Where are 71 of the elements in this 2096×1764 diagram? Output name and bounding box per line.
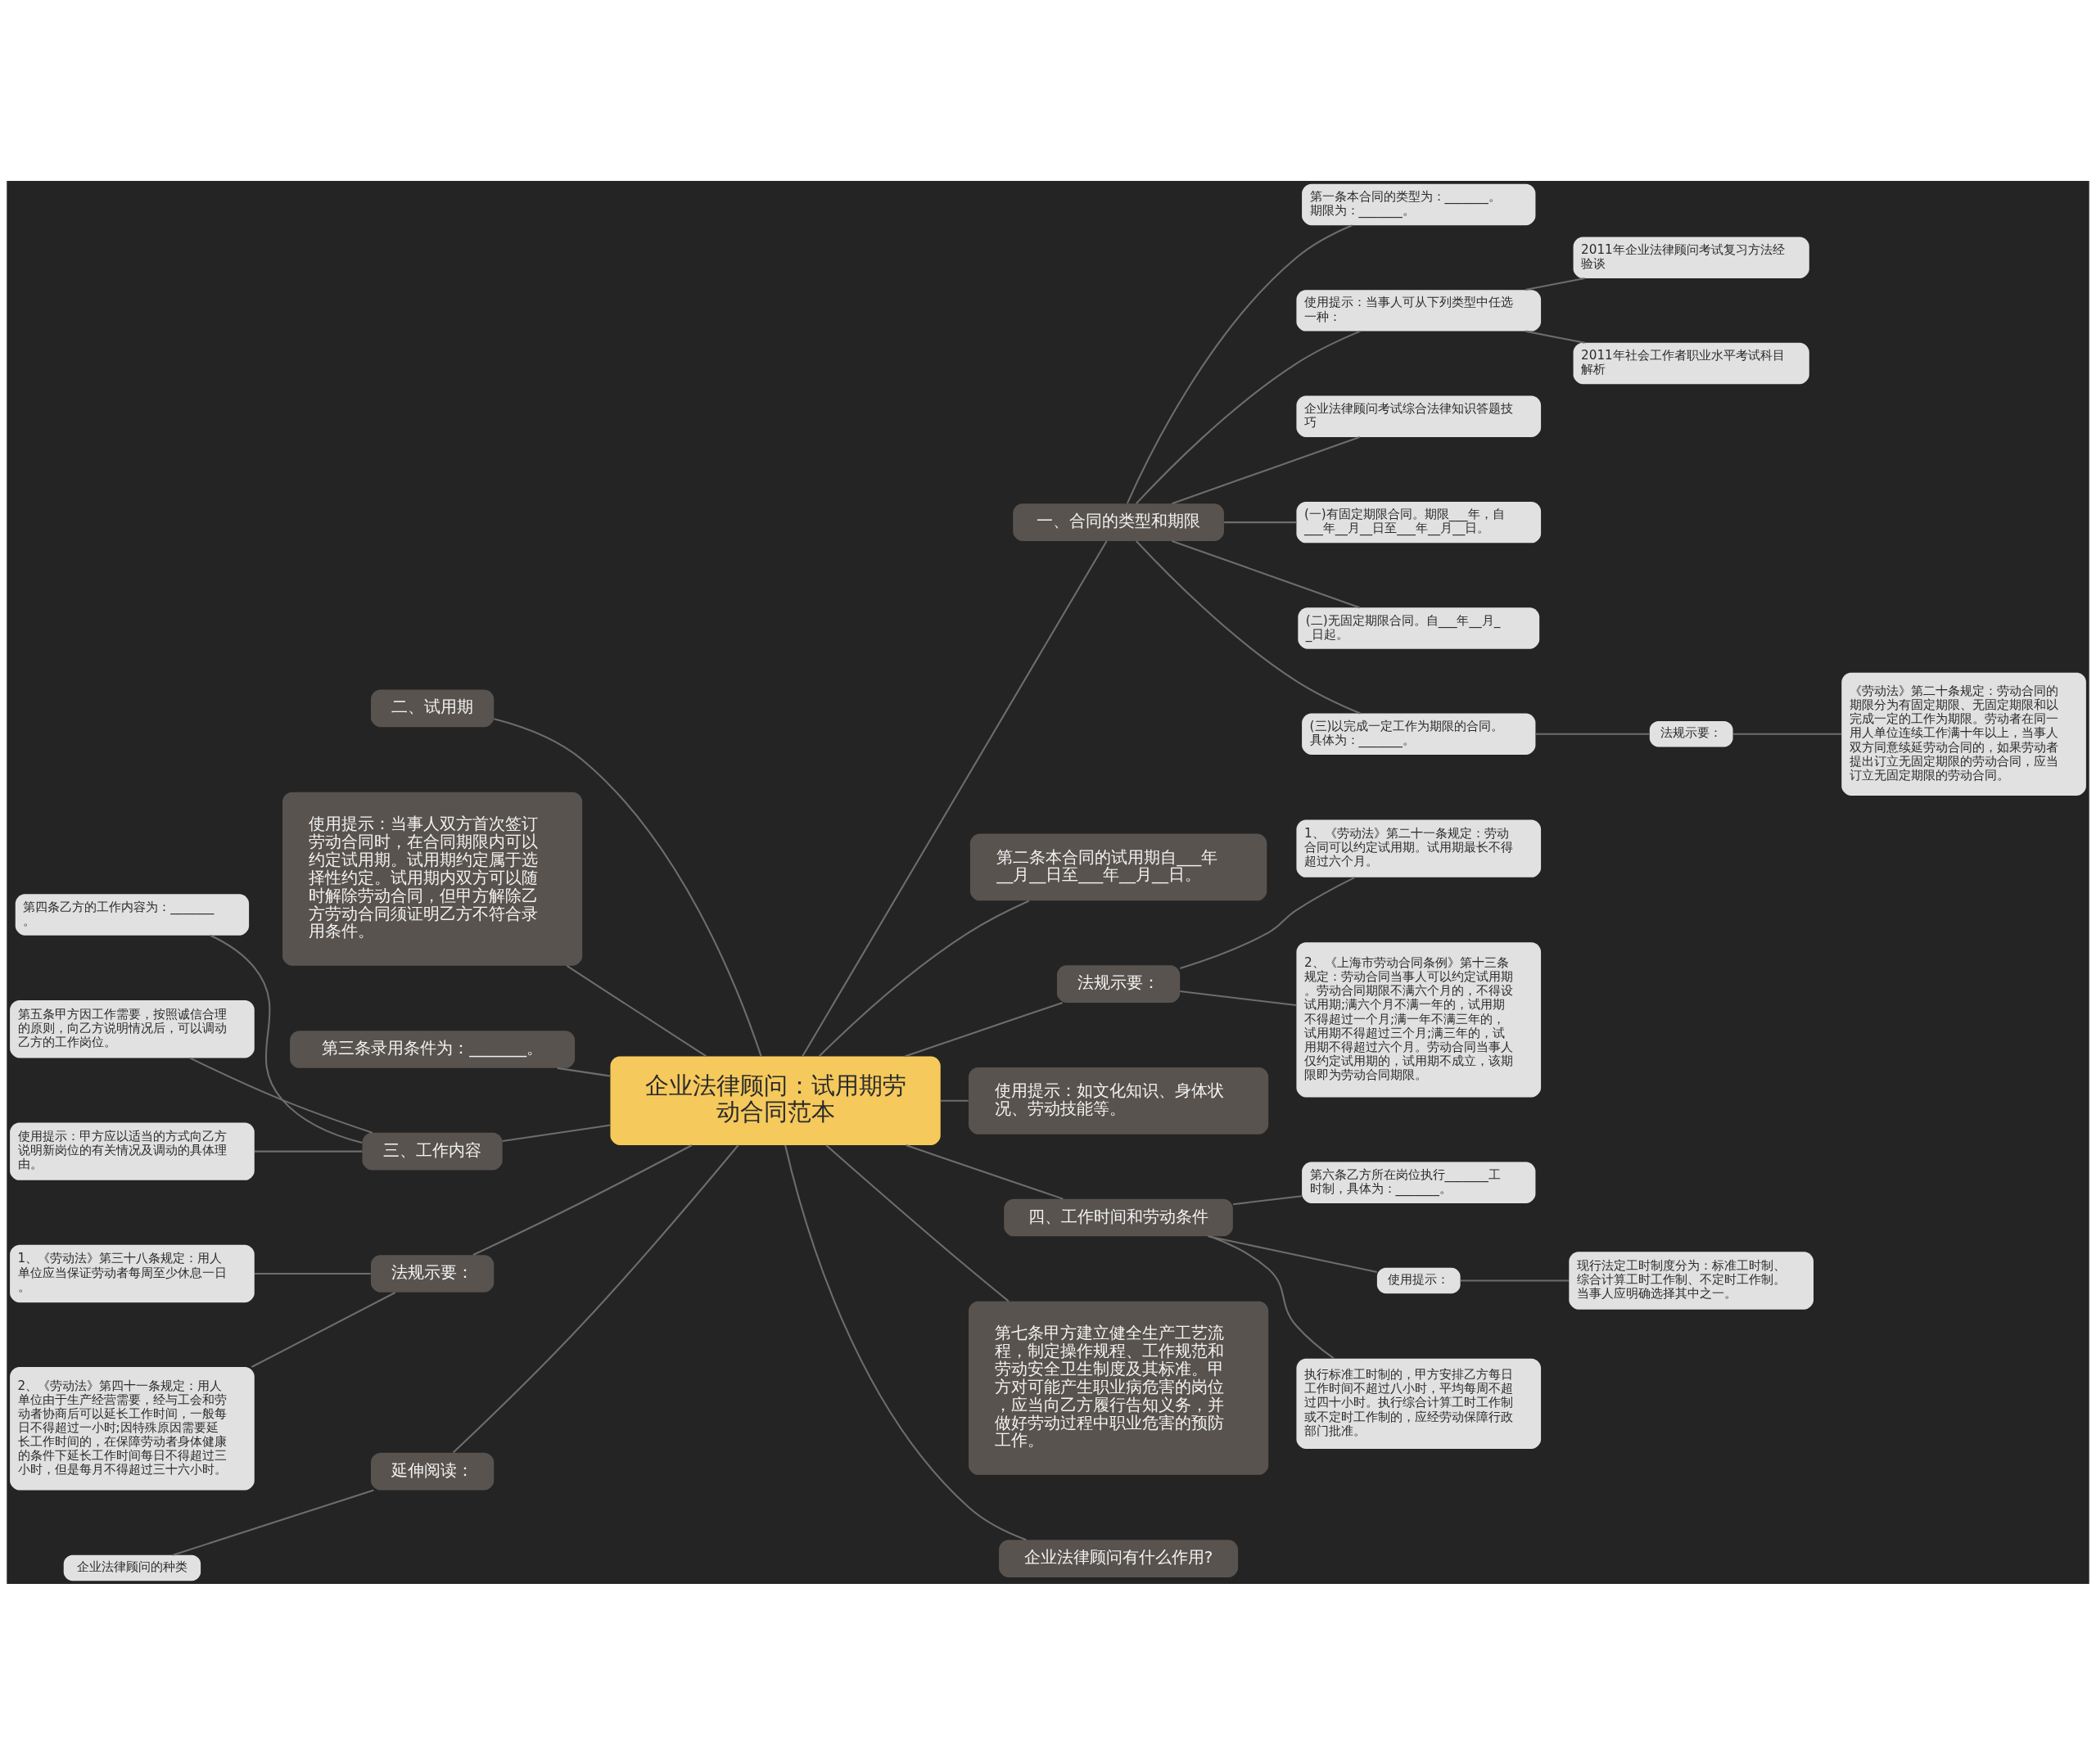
node-box: 延伸阅读： bbox=[370, 1452, 495, 1490]
node-box: 2、《劳动法》第四十一条规定：用人单位由于生产经营需要，经与工会和劳动者协商后可以延长工作时间，一般每日不得超过一小时;因特殊原因需要延长工作时间的，在保障劳动者身体健康的条件下延长工作时间每日不得超过三小时，但是每月不得超过三十六小时。 bbox=[10, 1366, 255, 1490]
connector bbox=[210, 934, 363, 1144]
connector bbox=[784, 1144, 1027, 1541]
connector bbox=[1136, 539, 1361, 715]
connector bbox=[1525, 330, 1585, 344]
connector bbox=[1136, 330, 1361, 504]
connector bbox=[905, 1001, 1063, 1058]
node-box: 《劳动法》第二十条规定：劳动合同的期限分为有固定期限、无固定期限和以完成一定的工作为期限。劳动者在同一用人单位连续工作满十年以上，当事人双方同意续延劳动合同的，如果劳动者提出订立无固定期限的劳动合同，应当订立无固定期限的劳动合同。 bbox=[1841, 672, 2086, 796]
connector bbox=[825, 1144, 1010, 1302]
node-box: 第五条甲方因工作需要，按照诚信合理的原则，向乙方说明情况后，可以调动乙方的工作岗位。 bbox=[10, 999, 255, 1058]
node-box: 第一条本合同的类型为：_______。期限为：_______。 bbox=[1302, 183, 1536, 225]
connector bbox=[1180, 876, 1356, 969]
node-box: 二、试用期 bbox=[370, 689, 495, 727]
node-box: 法规示要： bbox=[1056, 964, 1181, 1003]
connector bbox=[940, 1099, 969, 1102]
connector bbox=[502, 1124, 611, 1142]
connector bbox=[1126, 223, 1353, 503]
connector bbox=[906, 1144, 1064, 1200]
node-box: (二)无固定期限合同。自___年__月__日起。 bbox=[1298, 607, 1540, 649]
node-box: 企业法律顾问：试用期劳动合同范本 bbox=[610, 1056, 941, 1145]
connector bbox=[1180, 990, 1297, 1006]
node-box: 四、工作时间和劳动条件 bbox=[1004, 1198, 1233, 1236]
node-box: 1、《劳动法》第二十一条规定：劳动合同可以约定试用期。试用期最长不得超过六个月。 bbox=[1296, 819, 1542, 877]
node-box: 使用提示：甲方应以适当的方式向乙方说明新岗位的有关情况及调动的具体理由。 bbox=[10, 1121, 255, 1180]
connector bbox=[255, 1150, 363, 1153]
connector bbox=[802, 539, 1108, 1057]
node-box: 企业法律顾问的种类 bbox=[63, 1554, 201, 1581]
connector bbox=[172, 1488, 374, 1556]
connector bbox=[452, 1144, 739, 1453]
node-box: 2011年企业法律顾问考试复习方法经验谈 bbox=[1573, 237, 1809, 278]
node-box: (三)以完成一定工作为期限的合同。具体为：_______。 bbox=[1302, 713, 1536, 755]
node-box: 使用提示：如文化知识、身体状况、劳动技能等。 bbox=[969, 1067, 1269, 1135]
connector bbox=[566, 964, 707, 1057]
connector bbox=[1172, 435, 1360, 504]
node-box: 2011年社会工作者职业水平考试科目解析 bbox=[1573, 342, 1809, 384]
node-box: 2、《上海市劳动合同条例》第十三条规定：劳动合同当事人可以约定试用期。劳动合同期限不满六个月的，不得设试用期;满六个月不满一年的，试用期不得超过一个月;满一年不满三年的，试用期不得超过三个月;满三年的，试用期不得超过六个月。劳动合同当事人仅约定试用期的，试用期不成立，该期限即为劳动合同期限。 bbox=[1296, 941, 1542, 1097]
node-box: 第四条乙方的工作内容为：_______。 bbox=[15, 893, 250, 936]
connector bbox=[1535, 733, 1650, 735]
connector bbox=[472, 1144, 693, 1256]
connector bbox=[1209, 1234, 1335, 1359]
node-box: 使用提示：当事人双方首次签订劳动合同时，在合同期限内可以约定试用期。试用期约定属于选择性约定。试用期内双方可以随时解除劳动合同，但甲方解除乙方劳动合同须证明乙方不符合录用条件。 bbox=[282, 792, 583, 966]
connector bbox=[557, 1067, 611, 1077]
node-box: 第六条乙方所在岗位执行_______工时制，具体为：_______。 bbox=[1302, 1161, 1536, 1203]
node-box: 使用提示：当事人可从下列类型中任选一种： bbox=[1296, 289, 1542, 332]
node-box: 法规示要： bbox=[370, 1254, 495, 1293]
node-box: 第三条录用条件为：_______。 bbox=[290, 1030, 576, 1068]
node-box: 执行标准工时制的，甲方安排乙方每日工作时间不超过八小时，平均每周不超过四十小时。执行综合计算工时工作制或不定时工作制的，应经劳动保障行政部门批准。 bbox=[1296, 1358, 1542, 1449]
node-box: 法规示要： bbox=[1649, 720, 1733, 747]
node-box: 一、合同的类型和期限 bbox=[1013, 503, 1224, 541]
connector bbox=[818, 900, 1030, 1057]
node-box: 三、工作内容 bbox=[362, 1132, 503, 1170]
connector bbox=[189, 1057, 373, 1134]
node-box: 第七条甲方建立健全生产工艺流程，制定操作规程、工作规范和劳动安全卫生制度及其标准。甲方对可能产生职业病危害的岗位，应当向乙方履行告知义务，并做好劳动过程中职业危害的预防工作。 bbox=[969, 1301, 1269, 1475]
connector bbox=[494, 717, 762, 1057]
connector bbox=[255, 1272, 371, 1275]
node-box: 企业法律顾问有什么作用? bbox=[999, 1539, 1239, 1577]
connector bbox=[1208, 1234, 1377, 1273]
connector bbox=[1232, 1194, 1303, 1205]
connector bbox=[1525, 277, 1585, 291]
connector bbox=[1172, 539, 1360, 608]
node-box: 第二条本合同的试用期自___年__月__日至___年__月__日。 bbox=[969, 833, 1267, 900]
node-box: 现行法定工时制度分为：标准工时制、综合计算工时工作制、不定时工作制。当事人应明确选择其中之一。 bbox=[1569, 1251, 1814, 1310]
node-box: 使用提示： bbox=[1376, 1267, 1461, 1293]
connector bbox=[1732, 733, 1841, 735]
connector bbox=[1224, 521, 1297, 523]
connector bbox=[1460, 1279, 1570, 1282]
node-box: 1、《劳动法》第三十八条规定：用人单位应当保证劳动者每周至少休息一日。 bbox=[10, 1244, 255, 1302]
connector bbox=[251, 1291, 396, 1368]
node-box: 企业法律顾问考试综合法律知识答题技巧 bbox=[1296, 395, 1542, 437]
node-box: (一)有固定期限合同。期限___年，自___年__月__日至___年__月__日。 bbox=[1296, 501, 1542, 543]
